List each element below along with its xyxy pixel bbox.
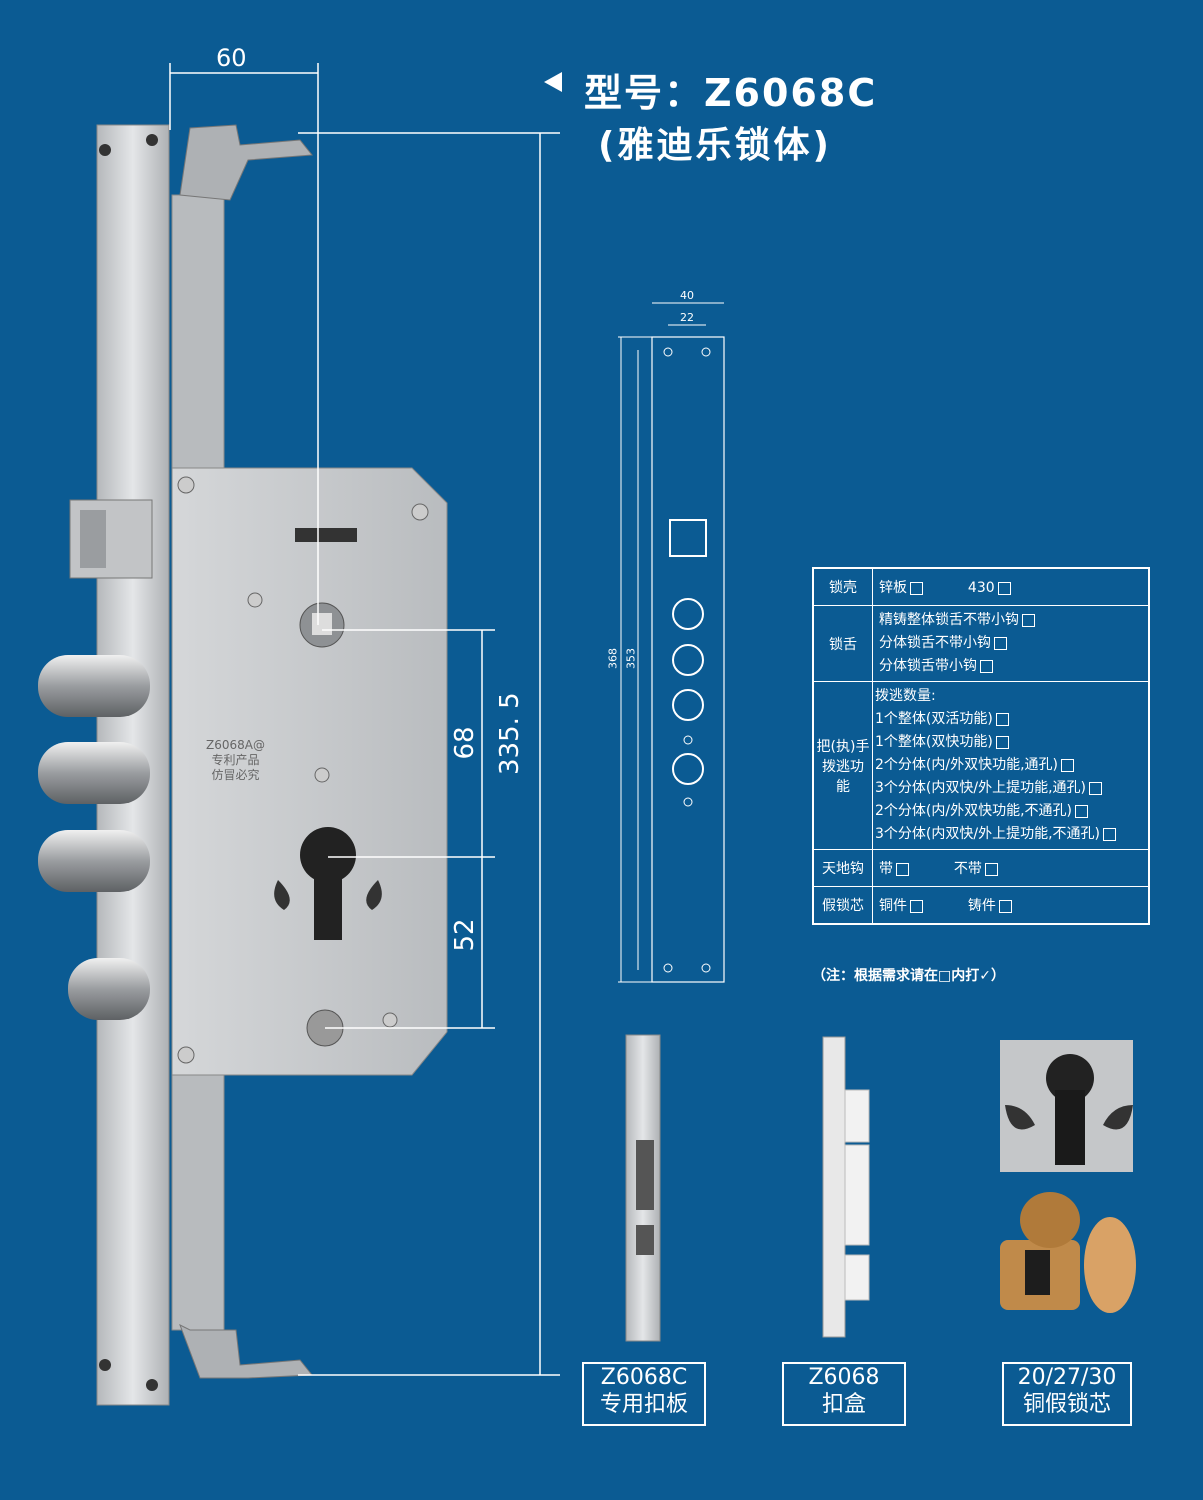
- triangle-pointer-icon: [544, 72, 562, 92]
- checkbox[interactable]: [998, 899, 1012, 913]
- brass-cylinder-photo: [1000, 1192, 1136, 1313]
- spec-row-bolt: 锁舌 精铸整体锁舌不带小钩 分体锁舌不带小钩 分体锁舌带小钩: [812, 605, 1150, 682]
- spec-note: （注：根据需求请在□内打✓）: [812, 968, 1005, 984]
- spec-row-hook: 天地钩 带 不带: [812, 849, 1150, 887]
- checkbox[interactable]: [1075, 804, 1088, 818]
- caption-strike-plate: Z6068C 专用扣板: [582, 1362, 706, 1426]
- checkbox[interactable]: [1061, 758, 1074, 772]
- checkbox[interactable]: [984, 862, 998, 876]
- checkbox[interactable]: [896, 862, 909, 876]
- lock-case: [171, 467, 448, 1076]
- spec-row-handle: 把(执)手拨逃功能 拨逃数量: 1个整体(双活功能) 1个整体(双快功能) 2个…: [812, 681, 1150, 850]
- fp-dim-368: 368: [606, 648, 620, 669]
- model-title: 型号：Z6068C: [584, 71, 878, 115]
- deadbolt-4: [68, 958, 150, 1020]
- checkbox[interactable]: [980, 659, 993, 673]
- checkbox[interactable]: [997, 581, 1011, 595]
- checkbox[interactable]: [995, 735, 1009, 749]
- checkbox[interactable]: [995, 712, 1009, 726]
- caption-strike-box: Z6068 扣盒: [782, 1362, 906, 1426]
- deadbolt-3: [38, 830, 150, 892]
- checkbox[interactable]: [1022, 613, 1035, 627]
- fp-dim-40: 40: [680, 289, 694, 302]
- checkbox[interactable]: [994, 636, 1007, 650]
- spec-row-shell: 锁壳 锌板 430: [812, 567, 1150, 606]
- dim-width-label: 60: [216, 44, 247, 72]
- spec-table: 锁壳 锌板 430 锁舌 精铸整体锁舌不带小钩 分体锁舌不带小钩 分体锁舌带小钩…: [812, 567, 1150, 925]
- deadbolt-2: [38, 742, 150, 804]
- deadbolt-1: [38, 655, 150, 717]
- dim-upper-label: 68: [450, 726, 480, 760]
- strike-box: [822, 1036, 870, 1338]
- faceplate-diagram: [618, 302, 725, 983]
- checkbox[interactable]: [1089, 781, 1102, 795]
- spec-row-dummy: 假锁芯 铜件 铸件: [812, 886, 1150, 925]
- cylinder-hole-photo: [1000, 1040, 1133, 1172]
- model-subtitle: (雅迪乐锁体): [598, 125, 832, 166]
- fp-dim-353: 353: [624, 648, 638, 669]
- dim-total-label: 335. 5: [495, 692, 525, 775]
- fp-dim-22: 22: [680, 311, 694, 324]
- checkbox[interactable]: [910, 899, 923, 913]
- checkbox[interactable]: [910, 581, 923, 595]
- dim-lower-label: 52: [450, 918, 480, 952]
- body-engraving: Z6068A@ 专利产品 仿冒必究: [206, 738, 265, 782]
- checkbox[interactable]: [1103, 827, 1116, 841]
- strike-plate: [625, 1034, 661, 1342]
- caption-cylinder: 20/27/30 铜假锁芯: [1002, 1362, 1132, 1426]
